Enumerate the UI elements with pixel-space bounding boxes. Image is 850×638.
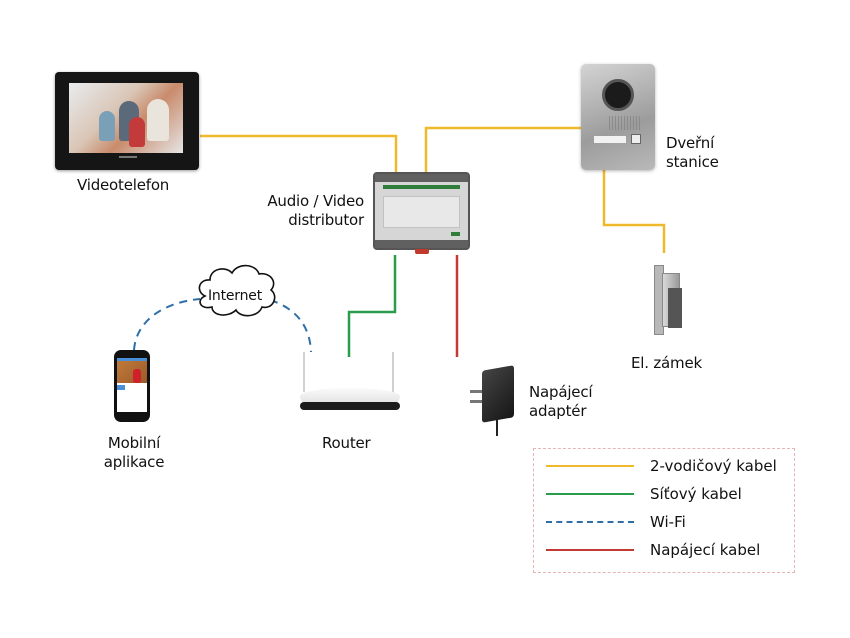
wire-videotelefon-distributor xyxy=(200,134,398,172)
lock-label: El. zámek xyxy=(631,354,702,372)
mobile-phone-device xyxy=(114,350,150,422)
wire-distributor-router xyxy=(347,255,397,357)
legend-item-wifi: Wi-Fi xyxy=(534,511,796,533)
legend-swatch xyxy=(546,493,634,495)
adapter-label: Napájecí adaptér xyxy=(529,383,593,421)
legend-item-power: Napájecí kabel xyxy=(534,539,796,561)
videotelefon-device xyxy=(55,72,199,170)
wifi-internet-router xyxy=(269,299,312,353)
legend: 2-vodičový kabel Síťový kabel Wi-Fi Napá… xyxy=(533,448,795,573)
speaker-grill xyxy=(609,116,641,130)
legend-item-two-wire: 2-vodičový kabel xyxy=(534,455,796,477)
terminal-block xyxy=(383,185,460,189)
wifi-mobile-internet xyxy=(133,298,201,351)
legend-item-network: Síťový kabel xyxy=(534,483,796,505)
monitor-screen xyxy=(69,83,183,153)
legend-swatch xyxy=(546,521,634,523)
power-adapter-device xyxy=(470,365,520,438)
legend-label: Síťový kabel xyxy=(650,485,742,503)
antenna xyxy=(303,352,305,392)
legend-label: Wi-Fi xyxy=(650,513,686,531)
mobile-app-label: Mobilní aplikace xyxy=(102,434,166,472)
monitor-logo xyxy=(119,156,137,158)
legend-swatch xyxy=(546,549,634,551)
adapter-label-line1: Napájecí xyxy=(529,383,593,401)
name-tag xyxy=(594,136,626,143)
mobile-label-line1: Mobilní xyxy=(107,434,161,452)
door-station-device xyxy=(581,64,655,170)
electric-lock-device xyxy=(654,265,682,335)
legend-swatch xyxy=(546,465,634,467)
internet-cloud-icon xyxy=(198,264,276,317)
legend-label: 2-vodičový kabel xyxy=(650,457,777,475)
antenna xyxy=(392,352,394,392)
legend-label: Napájecí kabel xyxy=(650,541,761,559)
door-label-line1: Dveřní xyxy=(666,134,715,152)
router-label: Router xyxy=(322,434,371,452)
distributor-front-panel xyxy=(383,196,460,228)
distributor-label-line1: Audio / Video xyxy=(267,192,364,210)
wire-door-lock xyxy=(602,170,666,253)
power-connector xyxy=(415,249,429,254)
distributor-label-line2: distributor xyxy=(288,211,364,229)
call-button-icon xyxy=(631,134,641,144)
router-device xyxy=(300,352,404,422)
wire-door-distributor xyxy=(424,126,581,172)
door-station-label: Dveřní stanice xyxy=(666,134,719,172)
door-label-line2: stanice xyxy=(666,153,719,171)
distributor-label: Audio / Video distributor xyxy=(266,192,364,230)
adapter-label-line2: adaptér xyxy=(529,402,587,420)
internet-label: Internet xyxy=(208,288,262,304)
mobile-label-line2: aplikace xyxy=(103,453,165,471)
videotelefon-label: Videotelefon xyxy=(77,176,170,194)
av-distributor-device xyxy=(373,172,470,254)
camera-icon xyxy=(602,79,634,111)
